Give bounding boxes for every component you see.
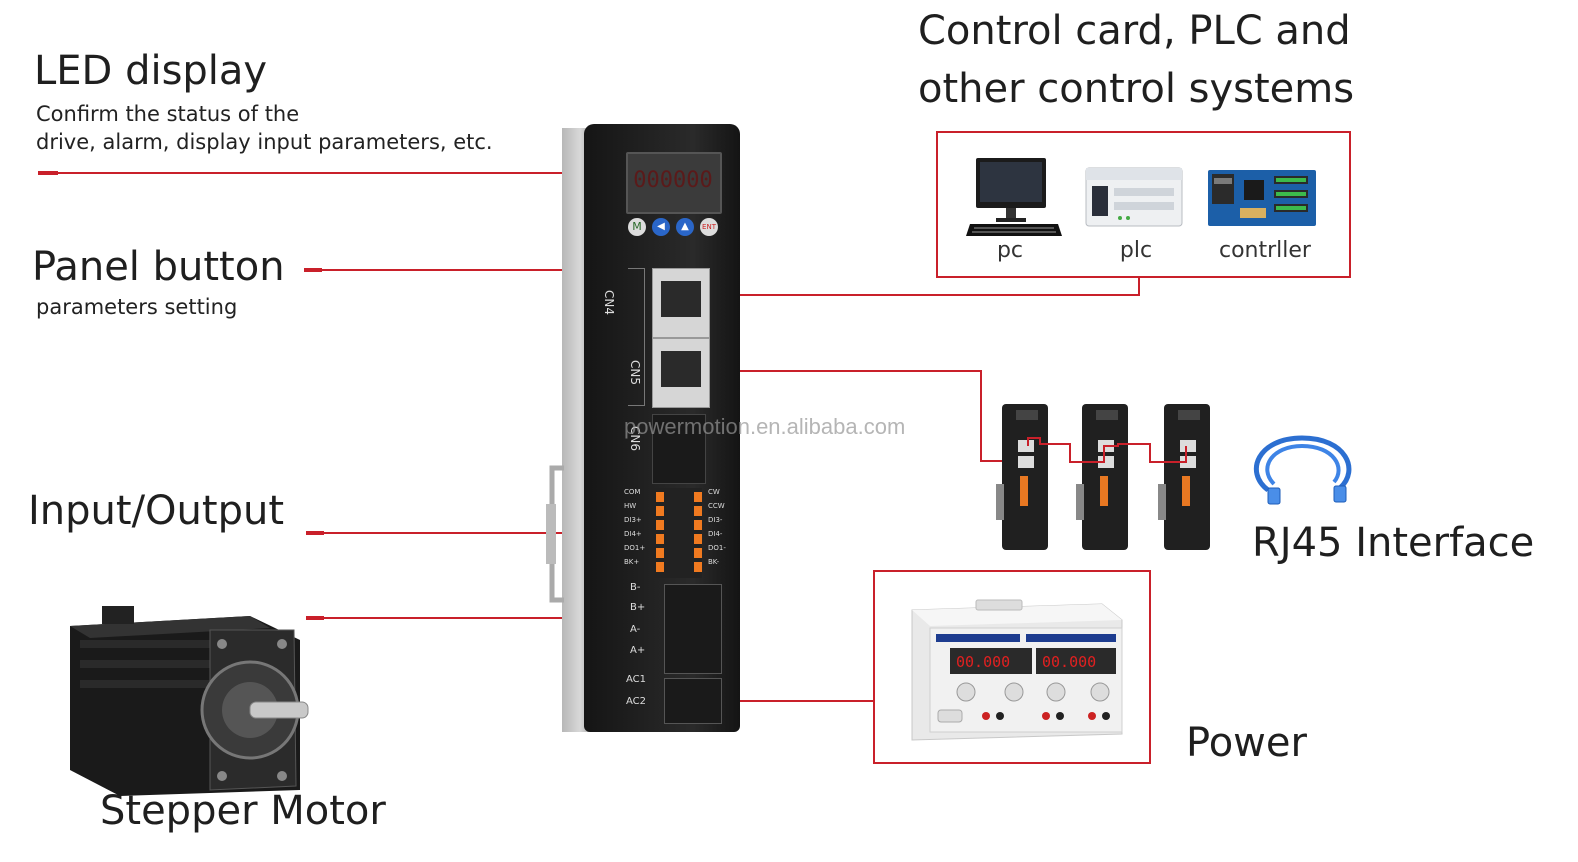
mini-drive-3 [1158, 404, 1210, 550]
port-divider [628, 268, 645, 406]
plc-icon [1085, 167, 1183, 227]
up-button[interactable]: ▲ [676, 218, 694, 236]
motor-terminal-block[interactable] [664, 584, 722, 674]
enter-button[interactable]: ENT [700, 218, 718, 236]
led-display-window [626, 152, 722, 214]
io-left-pin-4: DO1+ [624, 544, 646, 552]
motor-pin-a-minus: A- [630, 624, 641, 635]
motor-pin-a-plus: A+ [630, 645, 646, 656]
led-leader-cap [38, 171, 58, 175]
io-left-pin-0: COM [624, 488, 641, 496]
pc-caption: pc [996, 238, 1024, 263]
controller-board-icon [1208, 170, 1316, 226]
rj45-interface-title: RJ45 Interface [1252, 520, 1535, 566]
mode-button[interactable]: M [628, 218, 646, 236]
pc-icon [966, 158, 1062, 236]
left-button[interactable]: ◀ [652, 218, 670, 236]
controller-caption: contrller [1219, 238, 1311, 263]
motor-pin-b-minus: B- [630, 582, 641, 593]
mini-drive-1 [996, 404, 1048, 550]
panel-leader-cap [304, 268, 322, 272]
io-left-pin-3: DI4+ [624, 530, 642, 538]
stepper-motor-image [70, 606, 309, 796]
panel-leader-line [304, 269, 638, 271]
led-readout: 000000 [633, 168, 713, 193]
motor-leader-cap [306, 616, 324, 620]
led-display-title: LED display [34, 48, 268, 94]
ac-pin-2: AC2 [626, 696, 647, 707]
psu-readout-left: 00.000 [956, 653, 1010, 671]
power-title: Power [1186, 720, 1307, 766]
io-right-pin-5: BK- [708, 558, 720, 566]
psu-readout-right: 00.000 [1042, 653, 1096, 671]
cn4-leader-v [1138, 276, 1140, 296]
io-leader-line [306, 532, 676, 534]
cn4-leader-h [692, 294, 1140, 296]
io-leader-cap [306, 531, 324, 535]
io-right-pin-0: CW [708, 488, 720, 496]
motor-leader-line [306, 617, 676, 619]
mini-drive-2 [1076, 404, 1128, 550]
io-terminal-tabs-right [694, 492, 702, 576]
stepper-motor-title: Stepper Motor [100, 788, 386, 834]
cn5-leader-h [692, 370, 982, 372]
io-left-pin-5: BK+ [624, 558, 640, 566]
cn4-rj45-port[interactable] [652, 268, 710, 338]
io-left-pin-1: HW [624, 502, 637, 510]
control-systems-title-line2: other control systems [918, 66, 1355, 112]
input-output-title: Input/Output [28, 488, 284, 534]
power-supply-box [873, 570, 1151, 764]
plc-caption: plc [1119, 238, 1153, 263]
network-cable-icon [1254, 435, 1352, 505]
power-leader-line [704, 700, 874, 702]
io-right-pin-4: DO1- [708, 544, 726, 552]
control-systems-box [936, 131, 1351, 278]
panel-button-desc: parameters setting [36, 295, 238, 319]
motor-pin-b-plus: B+ [630, 602, 646, 613]
din-rail-clip-icon [546, 465, 564, 603]
io-right-pin-3: DI4- [708, 530, 723, 538]
io-left-pin-2: DI3+ [624, 516, 642, 524]
chained-drives-image [996, 404, 1210, 550]
power-supply-image: 00.000 00.000 [911, 599, 1123, 741]
cn5-rj45-port[interactable] [652, 338, 710, 408]
port-label-cn4: CN4 [602, 290, 616, 315]
cn5-leader-v [980, 370, 982, 462]
io-right-pin-1: CCW [708, 502, 725, 510]
cn6-port[interactable] [652, 414, 706, 484]
led-display-desc-line1: Confirm the status of the [36, 102, 300, 126]
led-display-desc-line2: drive, alarm, display input parameters, … [36, 130, 493, 154]
io-terminal-tabs [656, 492, 664, 576]
control-systems-title-line1: Control card, PLC and [918, 8, 1351, 54]
led-leader-line [38, 172, 648, 174]
ac-terminal-block[interactable] [664, 678, 722, 724]
io-right-pin-2: DI3- [708, 516, 723, 524]
watermark: powermotion.en.alibaba.com [624, 414, 906, 439]
panel-button-title: Panel button [32, 244, 285, 290]
ac-pin-1: AC1 [626, 674, 647, 685]
